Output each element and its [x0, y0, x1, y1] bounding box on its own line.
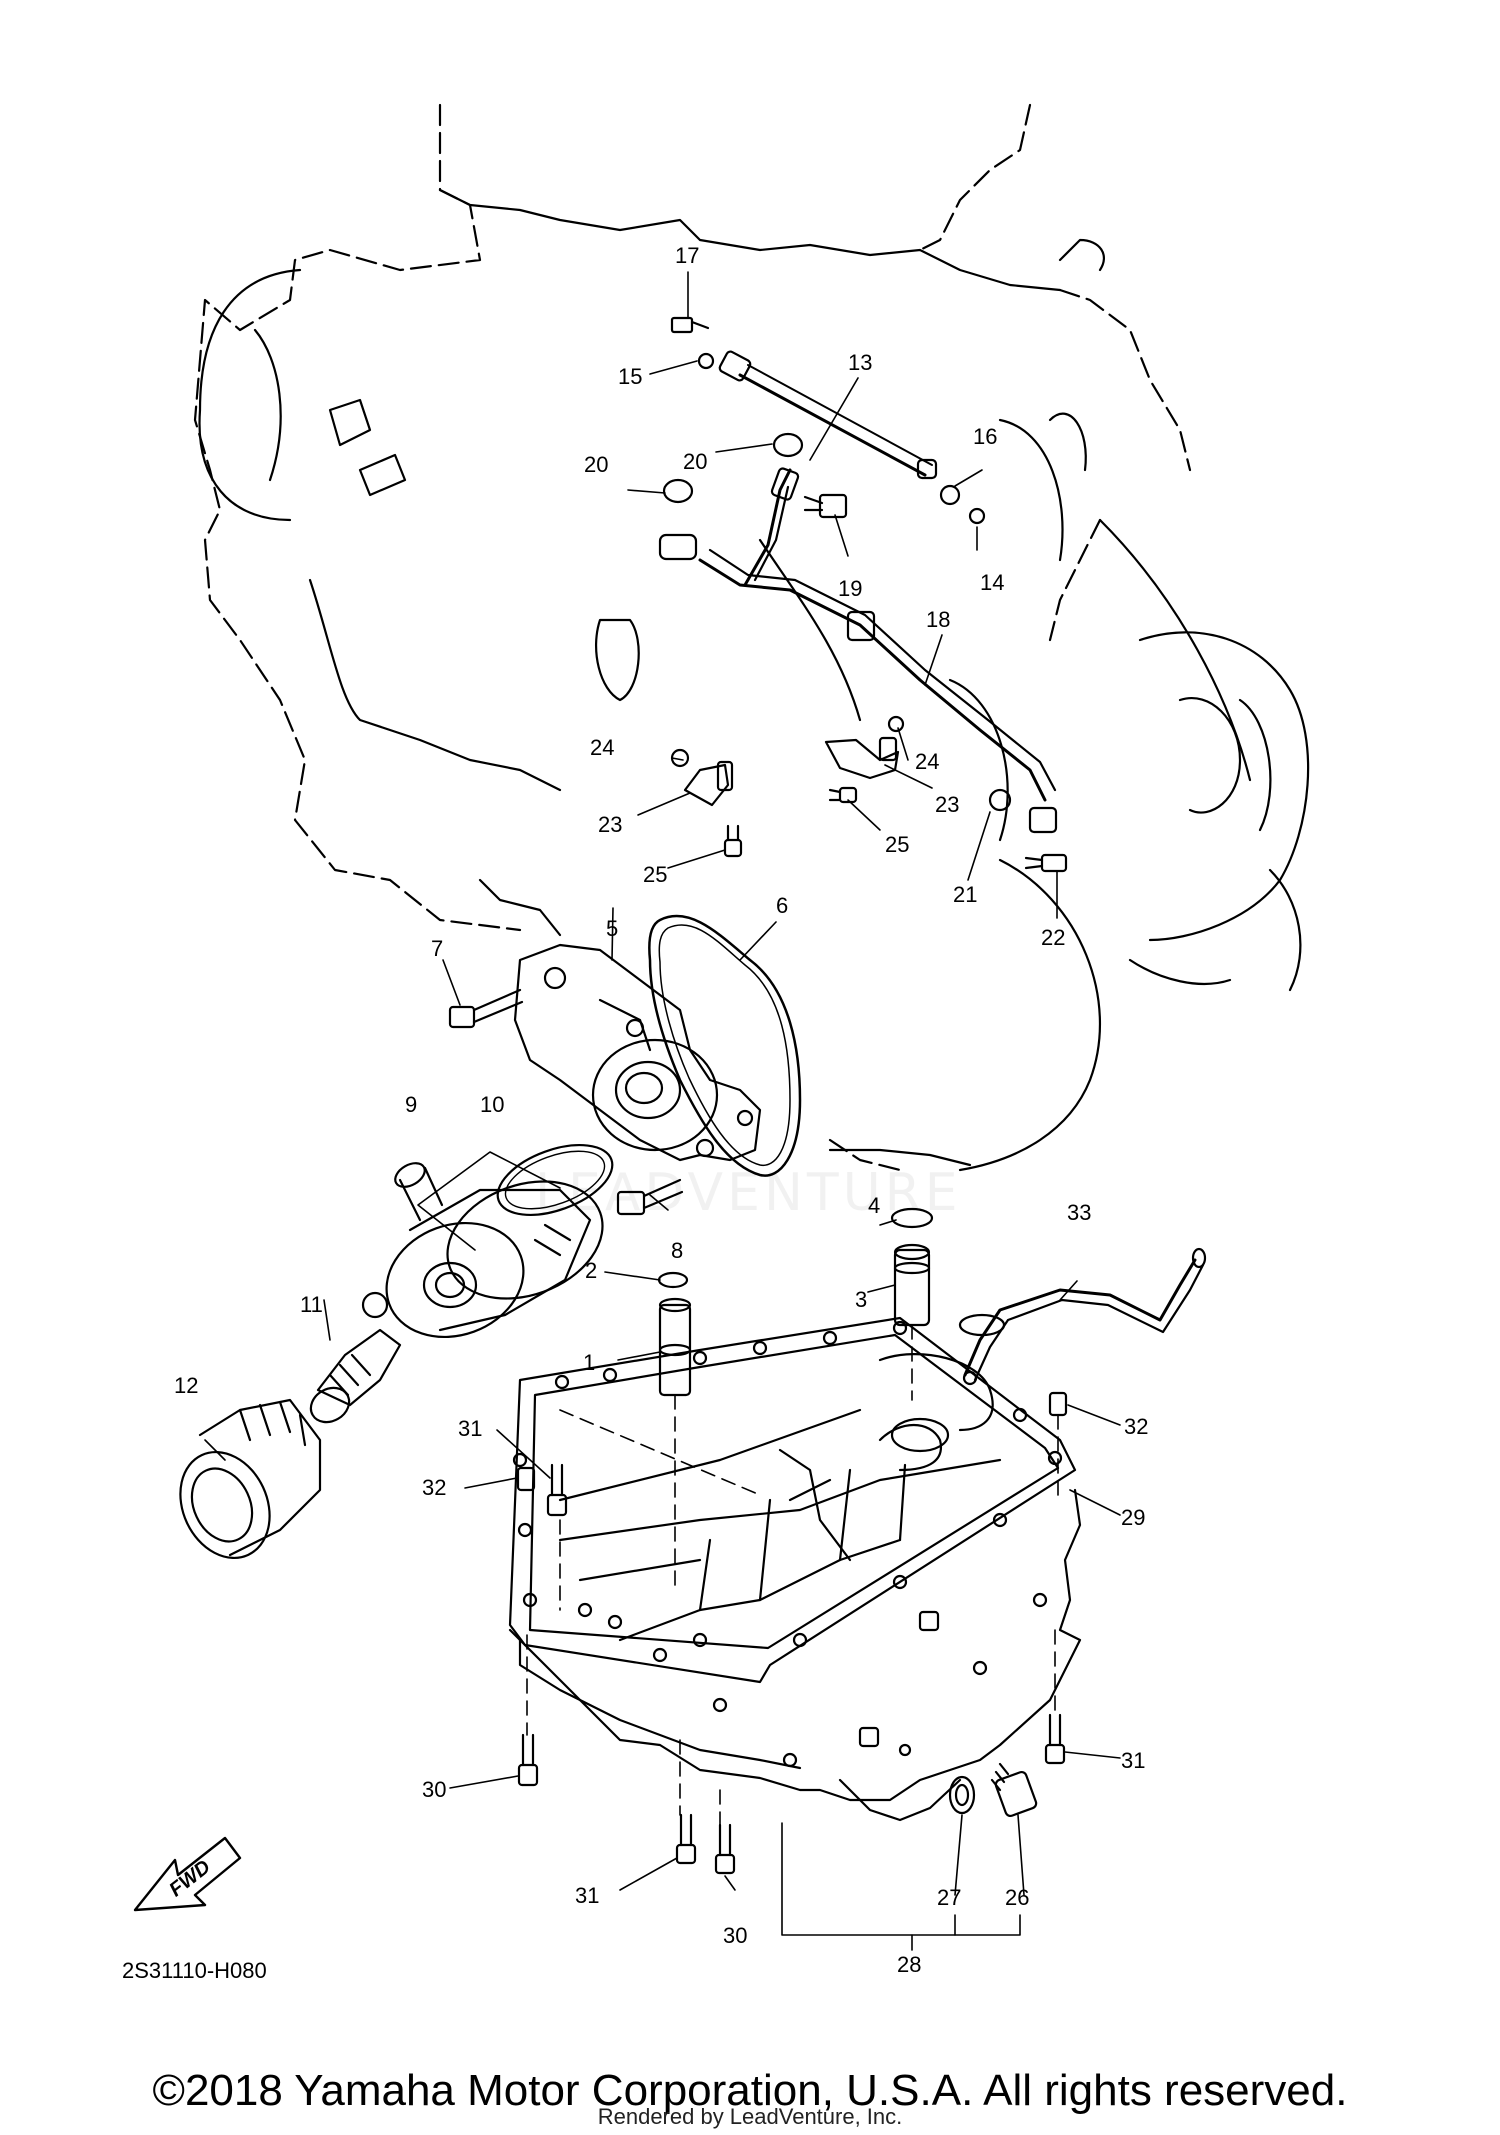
washer-28: [948, 1775, 976, 1815]
part-label: 31: [1121, 1748, 1145, 1773]
part-label: 20: [584, 452, 608, 477]
oil-cooler-9: [361, 1162, 604, 1339]
part-labels: 17 15 13 16 14 20 20 19 18 24 24 23 23 2…: [174, 243, 1148, 1977]
bolt-25-right: [828, 786, 858, 804]
oil-pump-cover-5: [513, 943, 762, 1162]
pipe-3: [893, 1243, 931, 1327]
part-label: 8: [671, 1238, 683, 1263]
part-label: 32: [1124, 1414, 1148, 1439]
fwd-arrow-icon: [133, 1836, 242, 1912]
washer-20: [662, 432, 804, 504]
part-label: 25: [885, 832, 909, 857]
part-label: 1: [583, 1350, 595, 1375]
gasket-29: [508, 1316, 1077, 1684]
part-label: 22: [1041, 925, 1065, 950]
o-ring-24-right: [887, 715, 905, 733]
o-ring-14: [968, 507, 986, 525]
part-label: 15: [618, 364, 642, 389]
pipe-33: [958, 1247, 1207, 1382]
o-ring-2: [657, 1271, 689, 1289]
part-label: 27: [937, 1885, 961, 1910]
part-label: 9: [405, 1092, 417, 1117]
bolt-19: [803, 493, 848, 519]
oil-pipe-13: [718, 350, 938, 480]
part-label: 23: [598, 812, 622, 837]
part-label: 31: [458, 1416, 482, 1441]
rendered-by-notice: Rendered by LeadVenture, Inc.: [597, 2104, 903, 2129]
part-label: 26: [1005, 1885, 1029, 1910]
part-label: 7: [431, 936, 443, 961]
watermark: LEADVENTURE: [535, 1163, 962, 1223]
engine-outline: [193, 103, 1192, 1172]
bolt-8: [616, 1178, 684, 1216]
part-label: 19: [838, 576, 862, 601]
part-label: 31: [575, 1883, 599, 1908]
drain-bolt-27: [990, 1762, 1038, 1818]
union-bolt-11: [309, 1328, 402, 1424]
part-label: 33: [1067, 1200, 1091, 1225]
part-label: 12: [174, 1373, 198, 1398]
o-ring-16: [939, 484, 961, 506]
leader-lines: [204, 271, 1121, 1951]
oil-pipe-18: [658, 467, 1058, 834]
o-ring-4: [890, 1207, 934, 1229]
oil-filter-12: [179, 1398, 322, 1560]
o-ring-6: [648, 914, 802, 1177]
part-label: 6: [776, 893, 788, 918]
part-label: 14: [980, 570, 1004, 595]
gasket-21: [988, 788, 1012, 812]
part-label: 30: [723, 1923, 747, 1948]
part-label: 5: [606, 916, 618, 941]
part-label: 32: [422, 1475, 446, 1500]
part-label: 13: [848, 350, 872, 375]
bolt-31-bottom: [675, 1813, 697, 1865]
bracket-23-right: [824, 736, 900, 780]
bolt-22: [1024, 853, 1068, 873]
bolt-17: [670, 316, 710, 334]
part-label: 29: [1121, 1505, 1145, 1530]
bolt-31-right: [1044, 1713, 1066, 1765]
dowel-32: [516, 1391, 1068, 1492]
part-label: 11: [300, 1292, 323, 1317]
copyright-notice: ©2018 Yamaha Motor Corporation, U.S.A. A…: [152, 2066, 1348, 2115]
engine-solid-outline: [198, 188, 1310, 1172]
part-label: 17: [675, 243, 699, 268]
part-label: 18: [926, 607, 950, 632]
oil-pan-26: [508, 1408, 1082, 1822]
bracket-23-left: [683, 760, 734, 807]
part-label: 21: [953, 882, 977, 907]
bolt-30-left: [517, 1733, 539, 1787]
bolt-30-bottom: [714, 1823, 736, 1875]
part-label: 30: [422, 1777, 446, 1802]
bolt-7: [448, 988, 524, 1029]
o-ring-15: [697, 352, 715, 370]
bolt-31-top: [546, 1463, 568, 1517]
alignment-lines: [526, 1324, 1059, 1826]
part-label: 28: [897, 1952, 921, 1977]
part-label: 4: [868, 1193, 880, 1218]
part-label: 24: [590, 735, 614, 760]
part-label: 10: [480, 1092, 504, 1117]
part-label: 24: [915, 749, 939, 774]
part-label: 20: [683, 449, 707, 474]
part-label: 23: [935, 792, 959, 817]
drawing-code: 2S31110-H080: [122, 1958, 267, 1983]
part-label: 25: [643, 862, 667, 887]
pipe-1: [658, 1297, 692, 1397]
o-ring-10: [496, 1144, 614, 1216]
part-label: 3: [855, 1287, 867, 1312]
part-label: 16: [973, 424, 997, 449]
part-label: 2: [585, 1258, 597, 1283]
bolt-25-left: [723, 824, 743, 858]
